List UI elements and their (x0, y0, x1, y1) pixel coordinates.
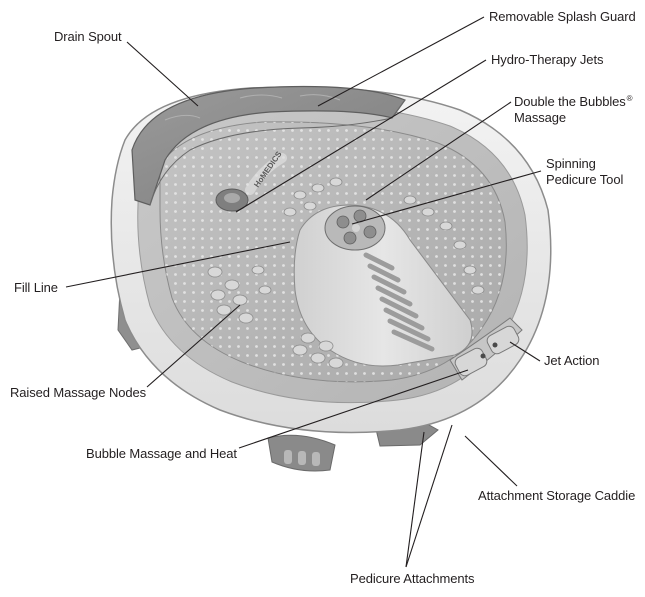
label-pedicure-attachments: Pedicure Attachments (350, 571, 475, 586)
control-panel (449, 317, 523, 381)
label-hydro-therapy-jets: Hydro-Therapy Jets (491, 52, 604, 67)
leader-jet-action (509, 341, 541, 362)
label-bubble-massage-and-heat: Bubble Massage and Heat (86, 446, 237, 461)
label-fill-line: Fill Line (14, 280, 58, 295)
leader-massage-nodes (146, 304, 241, 388)
leader-double-bubbles (365, 101, 512, 201)
leader-pedicure-attachments-a (405, 431, 425, 568)
leader-storage-caddie (464, 435, 518, 487)
massage-nodes-lower (292, 265, 485, 369)
leader-hydro-jets (235, 59, 487, 213)
massage-nodes-upper (283, 177, 467, 250)
leader-fill-line (65, 241, 291, 288)
label-removable-splash-guard: Removable Splash Guard (489, 9, 636, 24)
pedicure-tool-line1: Spinning (546, 156, 596, 171)
label-attachment-storage-caddie: Attachment Storage Caddie (478, 488, 636, 503)
hump-ridges (363, 252, 435, 352)
leader-pedicure-attachments-b (405, 424, 453, 568)
label-raised-massage-nodes: Raised Massage Nodes (10, 385, 147, 400)
leader-lines (65, 16, 542, 568)
leader-splash-guard (317, 16, 485, 107)
registered-mark: ® (626, 94, 633, 103)
double-bubbles-line1: Double the Bubbles (514, 94, 626, 109)
label-spinning-pedicure-tool: Spinning Pedicure Tool (546, 156, 623, 188)
leader-pedicure-tool (351, 170, 542, 225)
leader-drain-spout (126, 41, 199, 107)
spinning-pedicure-tool (324, 205, 386, 251)
pedicure-tool-line2: Pedicure Tool (546, 172, 624, 187)
label-jet-action: Jet Action (544, 353, 600, 368)
double-bubbles-line2: Massage (514, 110, 567, 125)
massage-nodes-left (207, 265, 272, 324)
label-double-the-bubbles: Double the Bubbles® Massage (514, 91, 633, 126)
leader-bubble-massage (238, 369, 469, 449)
label-drain-spout: Drain Spout (54, 29, 122, 44)
